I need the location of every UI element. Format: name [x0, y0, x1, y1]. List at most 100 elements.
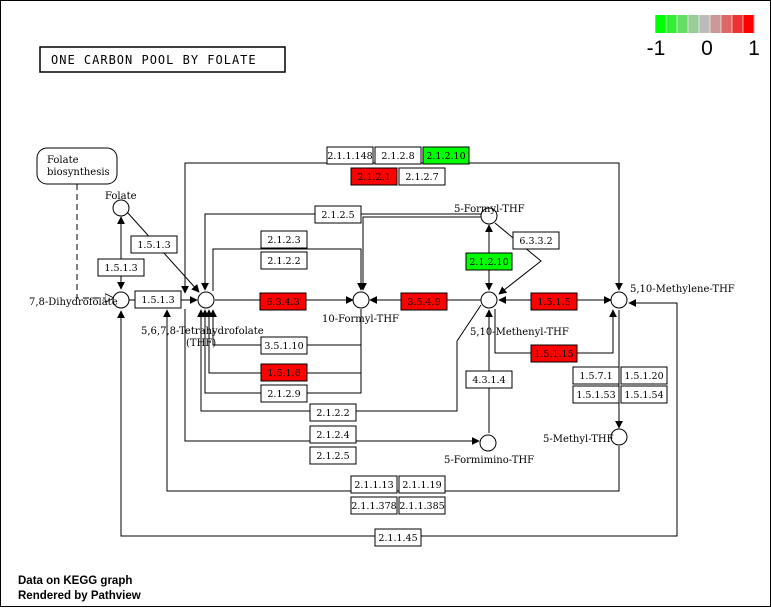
pathway-link-line1: Folate [47, 155, 79, 166]
enzyme-label: 1.5.1.5 [537, 297, 570, 308]
enzyme-1-5-7-1[interactable]: 1.5.7.1 [572, 366, 620, 385]
enzyme-2-1-1-385[interactable]: 2.1.1.385 [398, 496, 446, 515]
enzyme-2-1-2-8[interactable]: 2.1.2.8 [374, 146, 422, 165]
pathway-link-line2: biosynthesis [47, 167, 110, 178]
compound-5-formyl-label: 5-Formyl-THF [454, 204, 525, 215]
legend-max-label: 1 [748, 37, 760, 60]
enzyme-label: 2.1.1.385 [399, 501, 444, 512]
compound-5-10-methylene-thf[interactable]: 5,10-Methylene-THF [610, 284, 735, 309]
enzyme-4-3-1-4[interactable]: 4.3.1.4 [465, 370, 513, 389]
enzyme-label: 1.5.1.54 [624, 390, 663, 401]
enzyme-1-5-1-3-a[interactable]: 1.5.1.3 [130, 235, 178, 254]
enzyme-label: 1.5.1.3 [141, 295, 174, 306]
reaction-edges [76, 162, 678, 537]
enzyme-label: 1.5.1.3 [104, 263, 137, 274]
enzyme-2-1-2-10-top[interactable]: 2.1.2.10 [422, 146, 470, 165]
compound-dihydrofolate-label: 7,8-Dihydrofolate [29, 297, 118, 308]
legend-swatch [666, 15, 678, 33]
compound-5-methyl-label: 5-Methyl-THF [543, 434, 614, 445]
color-legend: -1 0 1 [647, 15, 760, 60]
enzyme-1-5-1-5[interactable]: 1.5.1.5 [530, 292, 578, 311]
legend-swatch [677, 15, 689, 33]
enzyme-label: 2.1.1.13 [354, 480, 393, 491]
enzyme-label: 1.5.1.6 [267, 368, 300, 379]
enzyme-label: 1.5.1.3 [137, 240, 170, 251]
enzyme-3-5-1-10[interactable]: 3.5.1.10 [260, 336, 308, 355]
enzyme-label: 1.5.1.53 [576, 390, 615, 401]
enzyme-1-5-1-3-c[interactable]: 1.5.1.3 [134, 290, 182, 309]
compound-5-formimino-label: 5-Formimino-THF [444, 455, 534, 466]
enzyme-1-5-1-3-b[interactable]: 1.5.1.3 [97, 258, 145, 277]
enzyme-2-1-1-378[interactable]: 2.1.1.378 [350, 496, 398, 515]
legend-swatch [721, 15, 733, 33]
enzyme-2-1-2-7[interactable]: 2.1.2.7 [398, 167, 446, 186]
enzyme-2-1-2-5-bottom[interactable]: 2.1.2.5 [309, 446, 357, 465]
compound-folate[interactable]: Folate [105, 191, 137, 217]
enzyme-label: 2.1.2.3 [267, 235, 300, 246]
compound-folate-label: Folate [105, 191, 137, 202]
enzyme-label: 2.1.2.10 [426, 151, 465, 162]
enzyme-label: 6.3.4.3 [266, 297, 299, 308]
pathway-title-text: ONE CARBON POOL BY FOLATE [51, 53, 257, 67]
legend-swatch [699, 15, 711, 33]
enzyme-label: 1.5.1.20 [624, 371, 663, 382]
compound-tetrahydrofolate[interactable]: 5,6,7,8-Tetrahydrofolate (THF) [141, 291, 264, 349]
enzyme-label: 2.1.2.1 [357, 172, 390, 183]
enzyme-1-5-1-53[interactable]: 1.5.1.53 [572, 385, 620, 404]
enzyme-label: 1.5.1.15 [534, 349, 573, 360]
enzyme-label: 2.1.2.10 [469, 257, 508, 268]
enzyme-label: 2.1.2.5 [316, 451, 349, 462]
compound-thf-label-line1: 5,6,7,8-Tetrahydrofolate [141, 326, 264, 337]
compound-dihydrofolate[interactable]: 7,8-Dihydrofolate [29, 291, 130, 309]
enzyme-2-1-2-5-top[interactable]: 2.1.2.5 [314, 205, 362, 224]
enzyme-label: 2.1.2.2 [267, 256, 300, 267]
compound-methylene-label: 5,10-Methylene-THF [630, 284, 735, 295]
enzyme-6-3-3-2[interactable]: 6.3.3.2 [512, 231, 560, 250]
enzyme-2-1-1-19[interactable]: 2.1.1.19 [398, 475, 446, 494]
compound-5-formyl-thf[interactable]: 5-Formyl-THF [454, 204, 525, 225]
enzyme-1-5-1-15[interactable]: 1.5.1.15 [530, 344, 578, 363]
compound-10-formyl-label: 10-Formyl-THF [322, 314, 399, 325]
enzyme-2-1-1-13[interactable]: 2.1.1.13 [350, 475, 398, 494]
enzyme-1-5-1-6[interactable]: 1.5.1.6 [260, 363, 308, 382]
enzyme-1-5-1-20[interactable]: 1.5.1.20 [620, 366, 668, 385]
compound-5-10-methenyl-thf[interactable]: 5,10-Methenyl-THF [470, 291, 569, 338]
footer-line1: Data on KEGG graph [18, 575, 132, 587]
enzyme-label: 2.1.1.378 [351, 501, 396, 512]
enzyme-label: 1.5.7.1 [579, 371, 612, 382]
enzyme-label: 2.1.2.9 [267, 389, 300, 400]
enzyme-2-1-2-2-a[interactable]: 2.1.2.2 [260, 251, 308, 270]
compound-5-methyl-thf[interactable]: 5-Methyl-THF [543, 428, 628, 446]
enzyme-label: 2.1.2.4 [316, 430, 349, 441]
enzyme-label: 2.1.2.8 [381, 151, 414, 162]
enzyme-6-3-4-3[interactable]: 6.3.4.3 [259, 292, 307, 311]
enzyme-2-1-2-1[interactable]: 2.1.2.1 [350, 167, 398, 186]
pathway-link-folate-biosynthesis[interactable]: Folate biosynthesis [36, 147, 118, 185]
legend-mid-label: 0 [701, 37, 713, 60]
compound-5-formimino-thf[interactable]: 5-Formimino-THF [444, 434, 534, 466]
enzyme-label: 2.1.2.2 [316, 408, 349, 419]
enzyme-label: 2.1.1.19 [402, 480, 441, 491]
enzyme-2-1-2-4[interactable]: 2.1.2.4 [309, 425, 357, 444]
enzyme-2-1-2-10-mid[interactable]: 2.1.2.10 [465, 252, 513, 271]
enzyme-2-1-2-2-b[interactable]: 2.1.2.2 [309, 403, 357, 422]
enzyme-label: 6.3.3.2 [519, 236, 552, 247]
legend-swatch [688, 15, 700, 33]
legend-swatch [710, 15, 722, 33]
enzyme-label: 4.3.1.4 [472, 375, 505, 386]
enzyme-2-1-2-9[interactable]: 2.1.2.9 [260, 384, 308, 403]
compound-10-formyl-thf[interactable]: 10-Formyl-THF [322, 291, 399, 325]
enzyme-boxes: 2.1.1.148 2.1.2.8 2.1.2.10 2.1.2.1 2.1.2… [97, 146, 668, 547]
footer-line2: Rendered by Pathview [18, 590, 141, 602]
legend-swatch [732, 15, 744, 33]
enzyme-3-5-4-9[interactable]: 3.5.4.9 [400, 292, 448, 311]
enzyme-2-1-2-3[interactable]: 2.1.2.3 [260, 230, 308, 249]
enzyme-label: 3.5.1.10 [264, 341, 303, 352]
legend-swatch [743, 15, 755, 33]
enzyme-2-1-1-45[interactable]: 2.1.1.45 [374, 528, 422, 547]
enzyme-1-5-1-54[interactable]: 1.5.1.54 [620, 385, 668, 404]
compound-methenyl-label: 5,10-Methenyl-THF [470, 327, 569, 338]
enzyme-2-1-1-148[interactable]: 2.1.1.148 [326, 146, 374, 165]
